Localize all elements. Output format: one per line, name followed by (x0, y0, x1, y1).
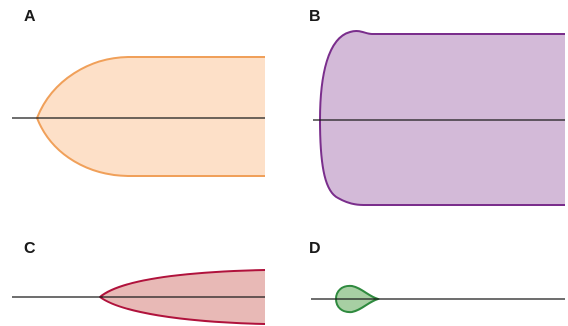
panel-c-label: C (24, 240, 36, 257)
panel-a-shape (35, 56, 265, 177)
panel-b-shape (318, 30, 565, 207)
panel-b-label: B (309, 8, 321, 25)
panel-a-label: A (24, 8, 36, 25)
panel-d-label: D (309, 240, 321, 257)
